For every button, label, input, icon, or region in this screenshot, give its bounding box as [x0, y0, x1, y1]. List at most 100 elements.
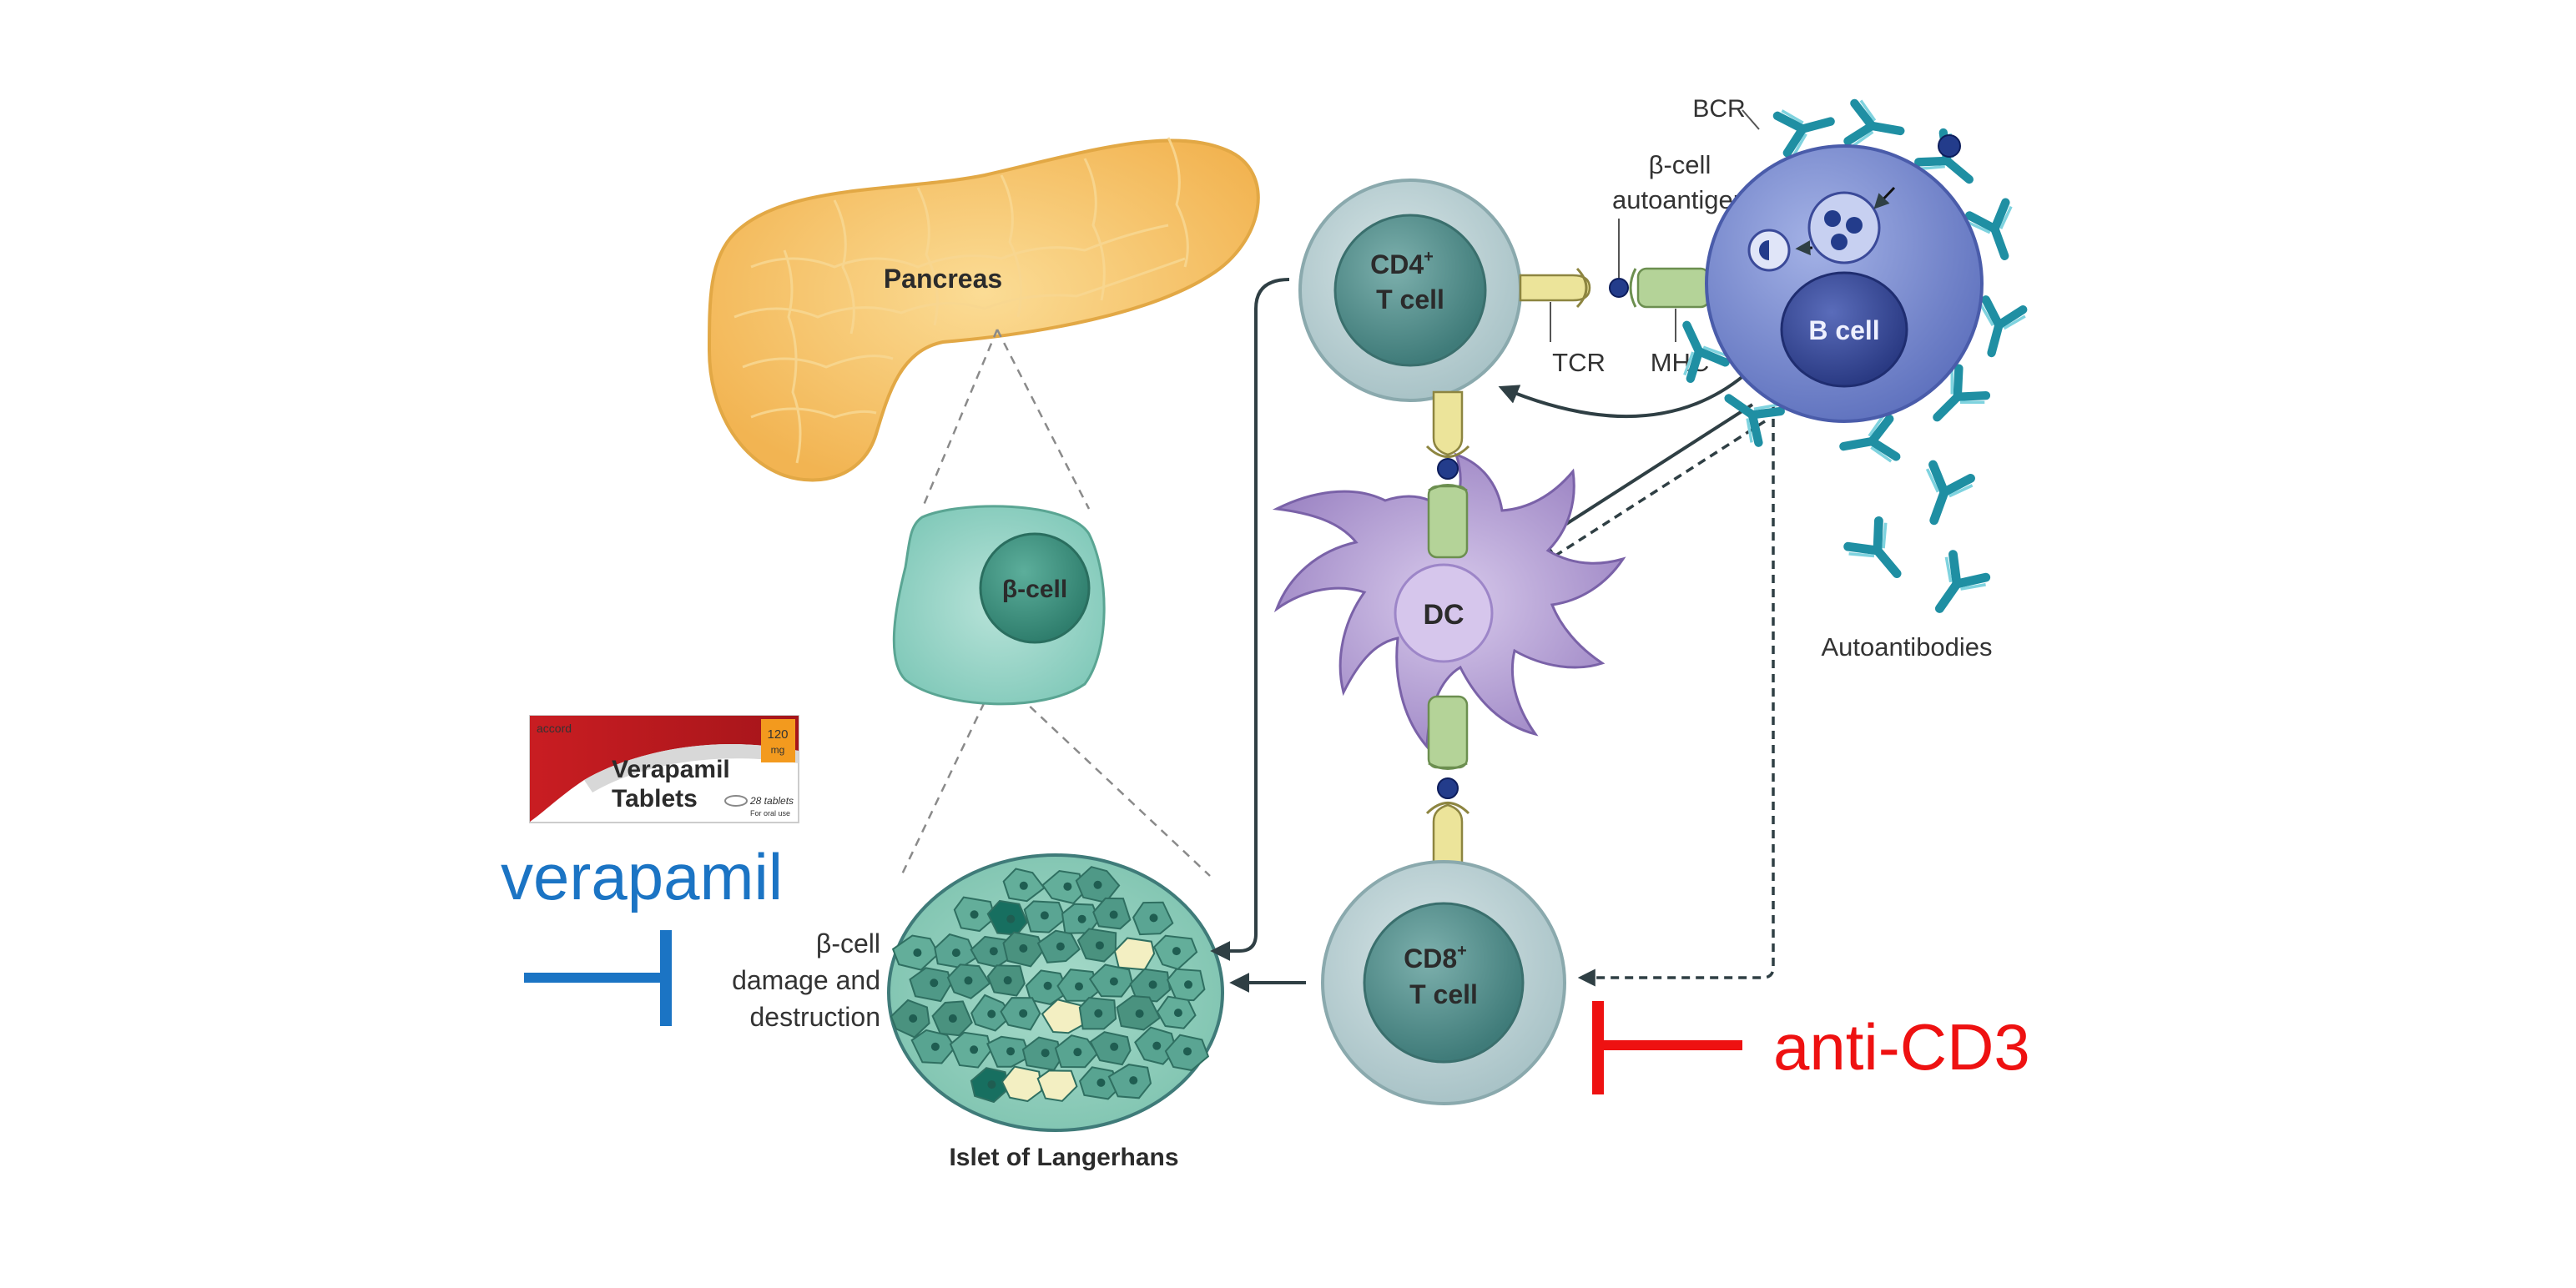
tcr-label: TCR: [1552, 348, 1606, 377]
islet-cell-nucleus: [1019, 1009, 1028, 1018]
pancreas-label: Pancreas: [884, 264, 1002, 294]
cd8-t-cell: CD8+ T cell: [1321, 860, 1566, 1105]
tablet-icon: [724, 795, 748, 807]
islet-cell-nucleus: [1184, 980, 1193, 989]
dose-badge: [761, 719, 795, 762]
damage-line-2: damage and: [732, 965, 880, 995]
islet-cell-nucleus: [1056, 942, 1065, 951]
islet-cell-nucleus: [1148, 980, 1157, 989]
islet-of-langerhans: Islet of Langerhans: [887, 853, 1224, 1171]
islet-cell-nucleus: [948, 1014, 957, 1023]
bcr-label: BCR: [1692, 95, 1745, 123]
bcr-receptor: [1772, 109, 1835, 158]
pathway-arrows: [1210, 278, 1754, 993]
bcell-label: B cell: [1808, 315, 1879, 345]
package-route: For oral use: [750, 809, 790, 818]
dose-value: 120: [767, 727, 788, 742]
tcr-mhc-complex: [1519, 267, 1711, 309]
islet-cell-nucleus: [930, 979, 939, 988]
islet-cell-nucleus: [989, 947, 998, 956]
anti-cd3-inhibition-symbol: [1592, 1001, 1742, 1094]
islet-cell-nucleus: [1043, 981, 1052, 990]
autoantibodies-group: [1843, 460, 1991, 613]
bcr-receptor: [1724, 394, 1785, 447]
beta-cell-label: β-cell: [1002, 576, 1067, 603]
autoantigen-label-2: autoantigen: [1612, 185, 1747, 214]
islet-cell-nucleus: [1073, 1048, 1082, 1057]
islet-cell-nucleus: [1063, 882, 1072, 891]
endosome: [1807, 191, 1881, 264]
islet-cell-nucleus: [1006, 1047, 1016, 1056]
pancreas-organ: Pancreas: [707, 137, 1260, 482]
islet-cell-nucleus: [1182, 1047, 1192, 1056]
islet-cell-nucleus: [1093, 880, 1102, 889]
islet-cell-nucleus: [964, 976, 973, 985]
pathway-dashed-arrows: [1540, 405, 1775, 987]
dc-cd8-synapse: [1425, 695, 1470, 869]
islet-cell-nucleus: [1074, 982, 1083, 991]
bcr-pointer: [1742, 109, 1760, 130]
bcr-receptor: [1964, 198, 2013, 260]
islet-cell-nucleus: [1096, 1078, 1106, 1087]
islet-cell-nucleus: [1040, 911, 1049, 920]
bcr-receptor: [1682, 320, 1730, 383]
islet-cell-nucleus: [1129, 1076, 1138, 1085]
dc-label: DC: [1423, 599, 1464, 631]
islet-cell-nucleus: [1077, 914, 1086, 923]
islet-cell-nucleus: [1135, 1009, 1144, 1019]
islet-cell: [1036, 1069, 1078, 1102]
islet-cell-nucleus: [1041, 1049, 1050, 1058]
bcr-receptor: [1843, 98, 1905, 148]
verapamil-label: verapamil: [501, 840, 783, 913]
damage-text: β-cell damage and destruction: [732, 928, 880, 1032]
islet-cell-nucleus: [1019, 881, 1028, 890]
islet-cell-nucleus: [1019, 943, 1028, 953]
islet-label: Islet of Langerhans: [949, 1144, 1178, 1171]
b-cell: B cell: [1682, 98, 2028, 463]
cd4-tcell-label: T cell: [1376, 284, 1444, 314]
zoom-lines: [900, 329, 1211, 877]
islet-cell-nucleus: [1152, 1041, 1162, 1050]
islet-cell-nucleus: [987, 1080, 996, 1089]
package-name-line-2: Tablets: [612, 785, 698, 813]
damage-line-1: β-cell: [816, 928, 880, 958]
islet-cell-nucleus: [951, 948, 960, 958]
autoantibody-icon: [1925, 460, 1975, 526]
islet-cell: [1041, 869, 1086, 905]
islet-cell-nucleus: [1094, 1009, 1103, 1018]
package-brand: accord: [537, 722, 572, 735]
islet-cell-nucleus: [1172, 947, 1181, 956]
damage-line-3: destruction: [749, 1002, 880, 1032]
islet-cell-nucleus: [1003, 976, 1012, 985]
islet-cell: [1001, 1065, 1043, 1103]
verapamil-inhibition-symbol: [524, 930, 672, 1026]
islet-cell-nucleus: [909, 1014, 918, 1023]
free-antigen: [1938, 134, 1961, 158]
islet-cell-nucleus: [970, 1045, 979, 1054]
islet-cell-nucleus: [1109, 977, 1118, 986]
islet-cell-nucleus: [913, 948, 922, 958]
islet-cell-nucleus: [1095, 941, 1104, 950]
cd4-label: CD4+: [1370, 248, 1434, 279]
autoantibodies-label: Autoantibodies: [1821, 632, 1992, 662]
bcr-receptor: [1979, 295, 2028, 358]
dendritic-cell: DC: [1272, 452, 1626, 750]
package-count: 28 tablets: [749, 795, 794, 807]
islet-cell-nucleus: [1173, 1009, 1182, 1018]
anti-cd3-label: anti-CD3: [1773, 1010, 2030, 1084]
dose-unit: mg: [771, 744, 785, 756]
islet-cell-nucleus: [1149, 913, 1158, 923]
islet-cells: [890, 866, 1210, 1104]
cd4-t-cell: CD4+ T cell: [1298, 179, 1522, 402]
cd4-dc-synapse: [1425, 390, 1470, 559]
cd8-tcell-label: T cell: [1409, 979, 1478, 1009]
autoantibody-icon: [1843, 516, 1902, 578]
islet-cell-nucleus: [1109, 910, 1118, 919]
autoantigen-label-1: β-cell: [1649, 150, 1711, 179]
bcr-receptor: [1839, 414, 1901, 463]
islet-cell-nucleus: [1006, 914, 1016, 923]
package-name-line-1: Verapamil: [612, 756, 730, 783]
islet-cell-nucleus: [930, 1042, 940, 1051]
cd8-label: CD8+: [1404, 942, 1467, 974]
